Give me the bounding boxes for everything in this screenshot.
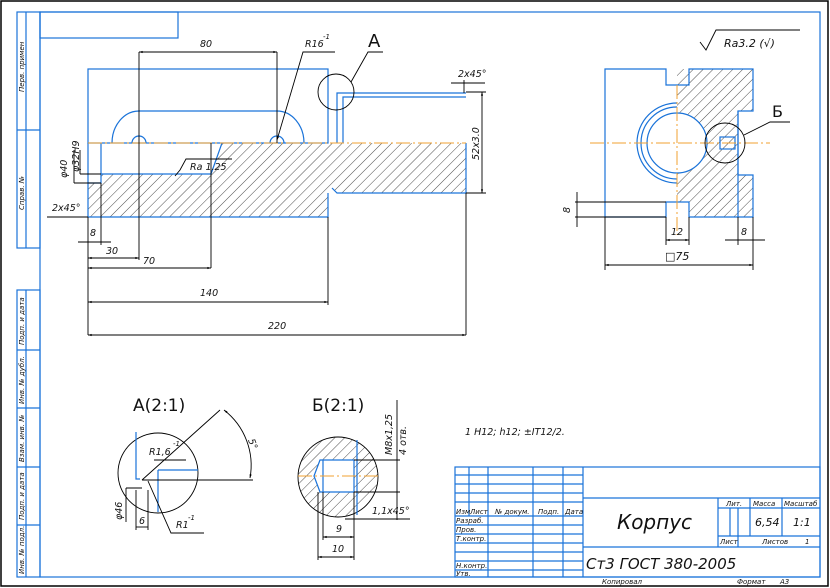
tolerance-note: 1 H12; h12; ±IT12/2.	[465, 427, 565, 438]
tb-role: Т.контр.	[456, 535, 486, 543]
detail-a-r1: R1	[176, 520, 189, 531]
dim-12: 12	[671, 227, 683, 238]
detail-b: Б(2:1) M8x1,25 4 отв. 1,1x45° 9 10	[297, 396, 410, 560]
sheets-label: Листов	[761, 538, 788, 546]
dim-chamfer-right: 2x45°	[458, 69, 487, 80]
top-left-box	[39, 11, 179, 39]
dim-r16: R16	[305, 39, 324, 50]
scale-value: 1:1	[793, 516, 811, 529]
detail-a-r16: R1,6	[149, 447, 171, 458]
lit-label: Лит.	[725, 500, 742, 508]
roughness-symbol	[174, 158, 232, 177]
dim-square-75: □75	[665, 250, 689, 263]
tb-role: Н.контр.	[456, 562, 487, 570]
general-roughness-symbol	[699, 29, 800, 51]
dim-8: 8	[90, 228, 96, 239]
dim-8-vertical: 8	[562, 207, 573, 213]
dim-dia32h9: φ32H9	[71, 140, 82, 172]
sidebar-label: Подп. и дата	[18, 297, 26, 345]
callout-label-a: А	[368, 31, 381, 52]
tb-header: Лист	[469, 508, 489, 516]
tb-header: № докум.	[494, 508, 530, 516]
detail-b-holes: 4 отв.	[398, 426, 409, 455]
mass-label: Масса	[753, 500, 775, 508]
dim-8-horizontal: 8	[741, 227, 747, 238]
sidebar-label: Перв. примен	[18, 41, 26, 92]
detail-b-dim-9: 9	[336, 524, 342, 535]
detail-b-thread: M8x1,25	[384, 414, 395, 455]
sidebar: Перв. примен Справ. № Подп. и дата Инв. …	[16, 11, 41, 578]
tb-role: Утв.	[456, 570, 471, 578]
mass-value: 6,54	[755, 516, 780, 529]
tb-header: Дата	[564, 508, 583, 516]
dim-220: 220	[268, 321, 286, 332]
dim-30: 30	[106, 246, 118, 257]
dim-70: 70	[143, 256, 155, 267]
format-value: А3	[779, 578, 789, 586]
detail-b-chamfer: 1,1x45°	[372, 506, 410, 517]
part-name: Корпус	[617, 510, 692, 534]
detail-b-dim-10: 10	[332, 544, 344, 555]
callout-label-b: Б	[772, 102, 783, 121]
dim-80: 80	[200, 39, 212, 50]
sheet-label: Лист	[719, 538, 739, 546]
detail-a-dia46: φ46	[114, 502, 125, 520]
detail-a-title: А(2:1)	[133, 396, 185, 416]
detail-a-r1-sup: -1	[188, 514, 195, 522]
roughness-ra125: Ra 1.25	[190, 162, 227, 173]
dim-thread-52x3: 52x3.0	[471, 127, 482, 160]
callout-circle-a	[317, 73, 355, 111]
detail-a-r16-sup: -1	[173, 440, 180, 448]
detail-b-title: Б(2:1)	[312, 396, 364, 416]
tb-header: Изм	[456, 508, 471, 516]
dim-dia40: φ40	[59, 160, 70, 178]
general-roughness: Ra3.2 (√)	[724, 37, 775, 50]
dim-140: 140	[200, 288, 218, 299]
scale-label: Масштаб	[784, 500, 818, 508]
tb-role: Пров.	[456, 526, 476, 534]
sidebar-label: Подп. и дата	[18, 472, 26, 520]
side-view: Б Ra3.2 (√) 8 12 8 □75	[562, 29, 800, 270]
tb-header: Подп.	[538, 508, 559, 516]
tb-role: Разраб.	[456, 517, 484, 525]
sidebar-label: Взам. инв. №	[18, 414, 26, 462]
sheets-value: 1	[805, 538, 809, 546]
dim-chamfer-left: 2x45°	[52, 203, 81, 214]
main-view: А 80 R16 -1 2x45° 52x3.0 8 30 70 140 220…	[47, 31, 487, 337]
callout-circle-b	[704, 122, 746, 164]
detail-a-dim-6: 6	[139, 516, 145, 527]
sidebar-label: Инв. № подл.	[18, 526, 26, 574]
title-block: Изм Лист № докум. Подп. Дата Разраб. Про…	[454, 466, 821, 586]
sidebar-label: Справ. №	[18, 176, 26, 210]
material: Ст3 ГОСТ 380-2005	[586, 555, 736, 573]
sidebar-label: Инв. № дубл.	[18, 356, 26, 404]
dim-r16-sup: -1	[323, 33, 330, 41]
detail-a: А(2:1) 5° R1,6 -1 R1 -1 φ46 6	[114, 396, 259, 534]
format-label: Формат	[737, 578, 766, 586]
copied-label: Копировал	[602, 578, 643, 586]
angle-5deg: 5°	[245, 437, 259, 451]
